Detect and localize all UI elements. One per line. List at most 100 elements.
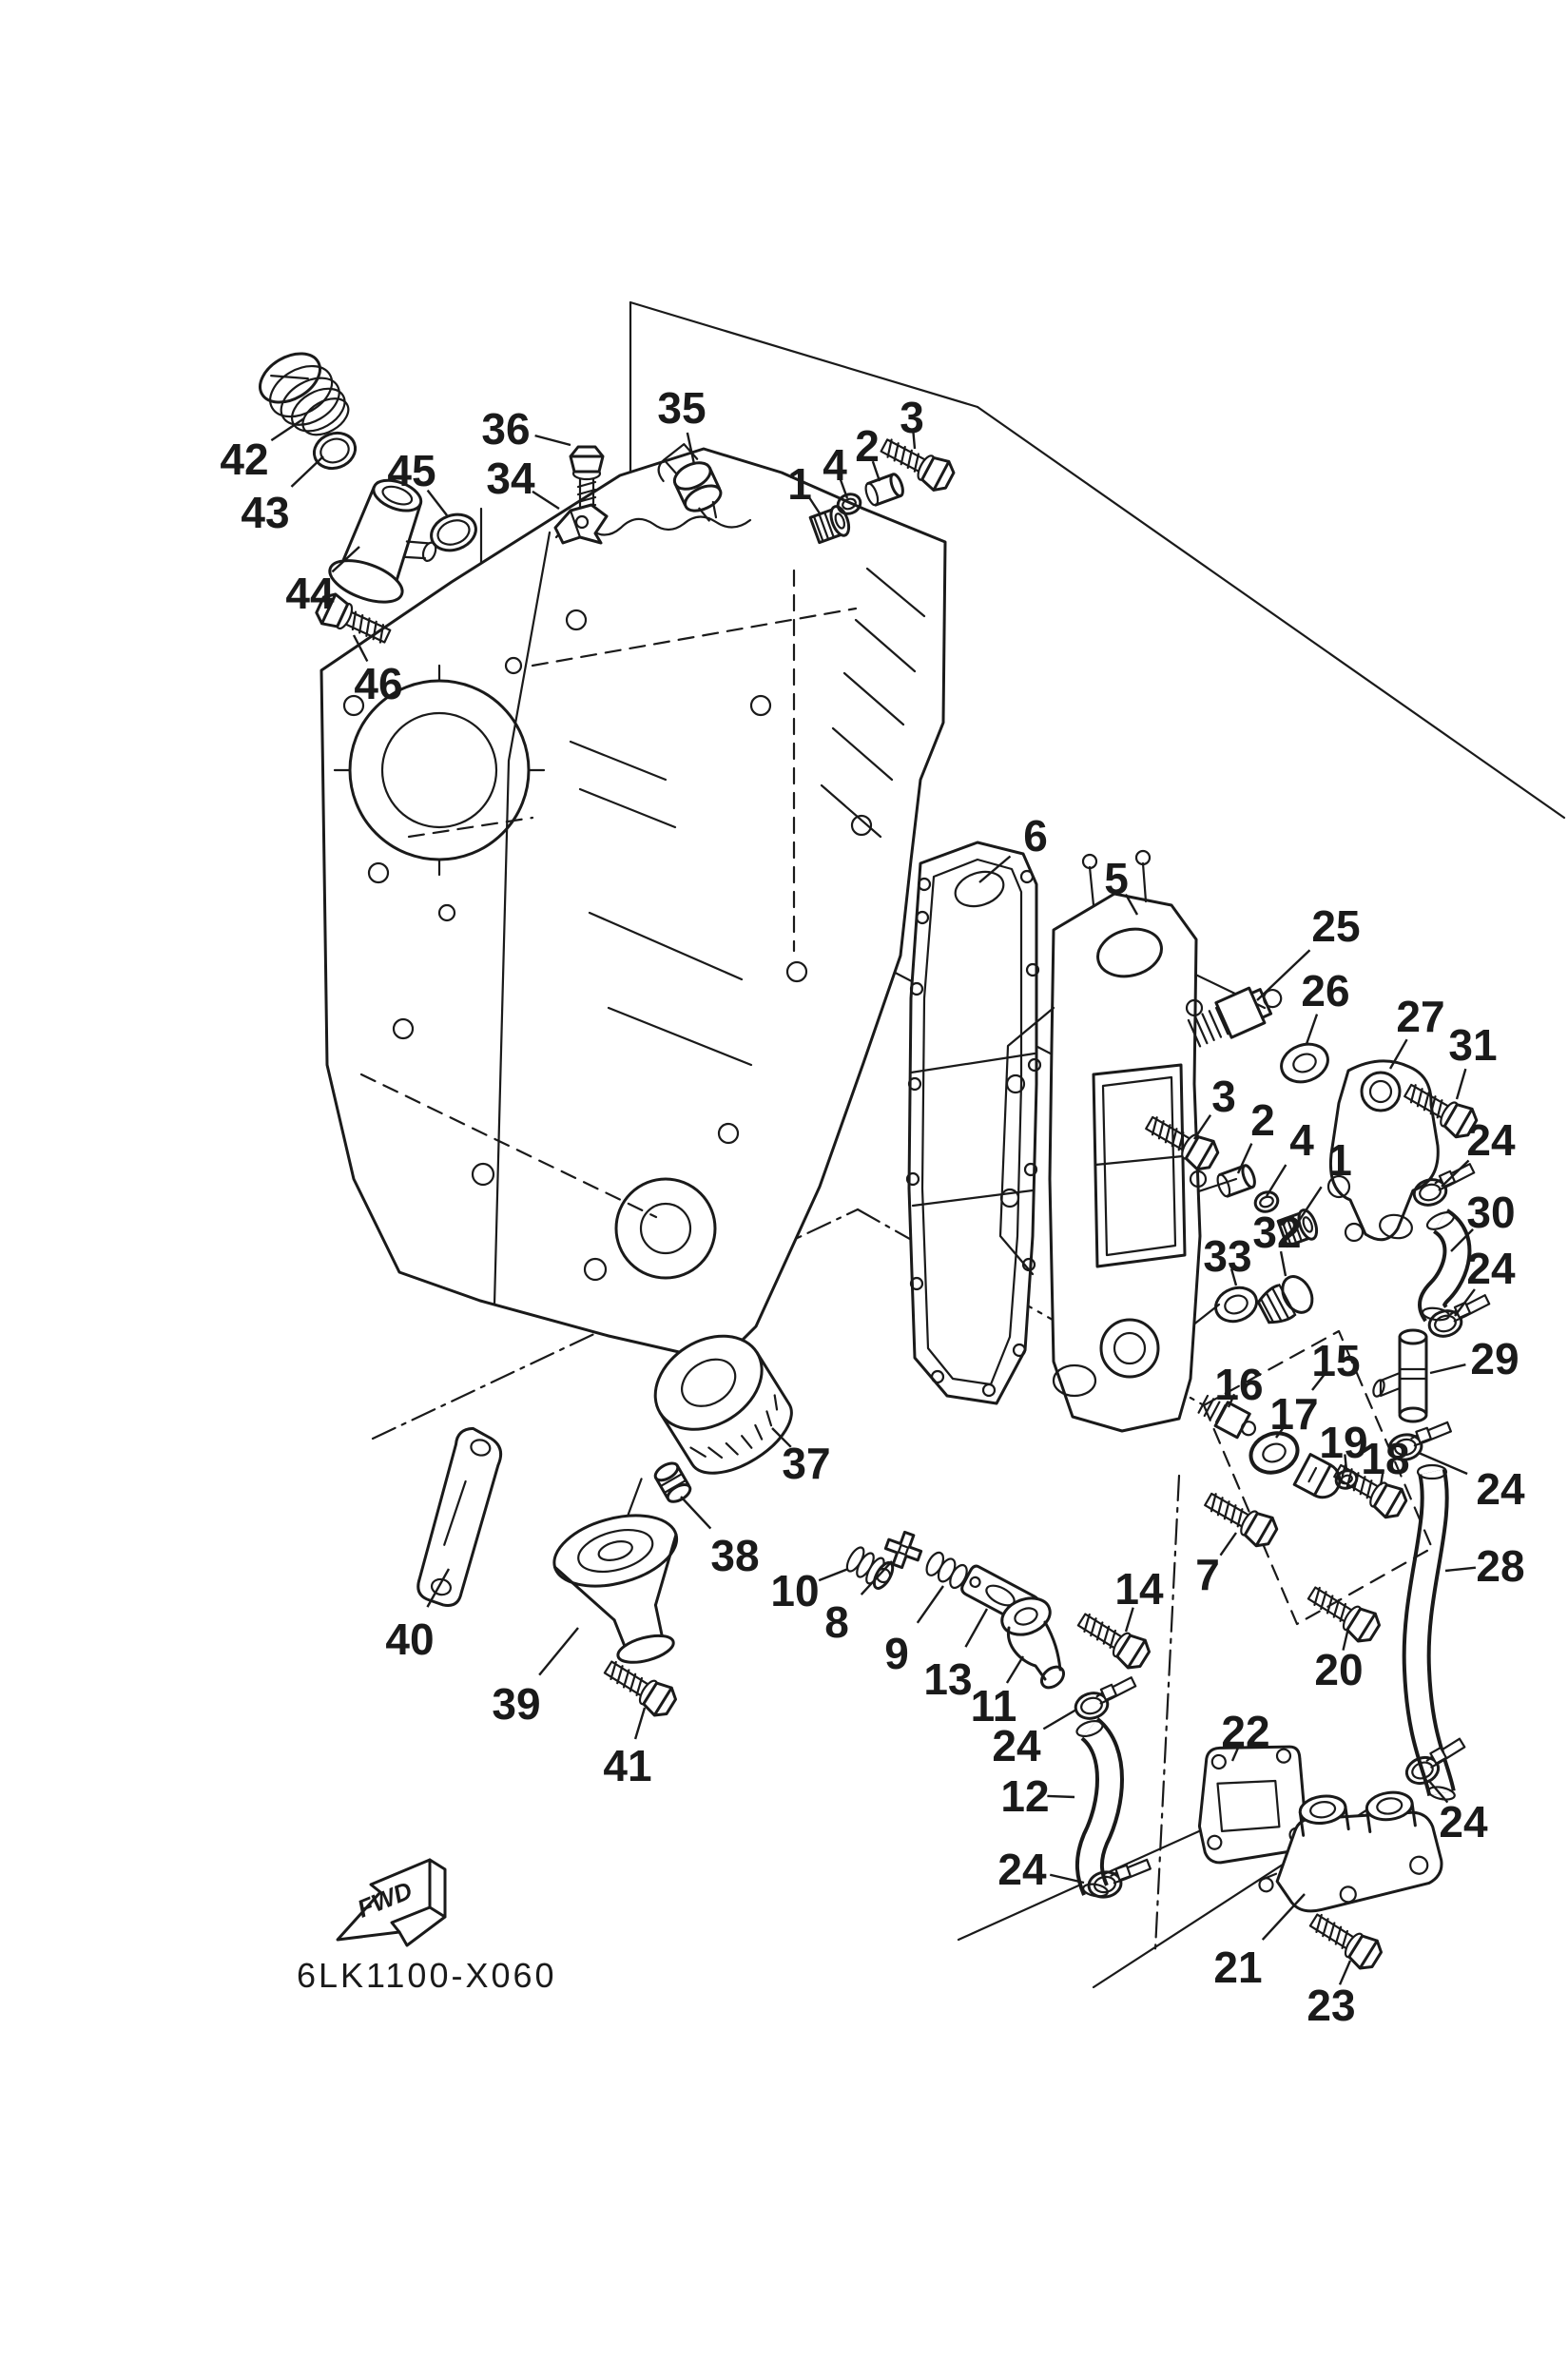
anode-bracket	[553, 503, 609, 545]
oil-filler-cap	[259, 352, 350, 436]
callout-21: 21	[1213, 1943, 1262, 1992]
callout-17: 17	[1269, 1389, 1318, 1439]
callout-19: 19	[1319, 1418, 1367, 1467]
callout-18: 18	[1361, 1434, 1409, 1483]
oring-4	[1253, 1190, 1280, 1213]
leader-line-24	[1427, 1779, 1449, 1804]
leader-line-28	[1444, 1566, 1477, 1573]
thermo-sensor	[657, 443, 723, 522]
filler-neck	[328, 478, 437, 604]
pump-gasket-22	[1197, 1745, 1308, 1865]
engine-block	[319, 447, 947, 1363]
leader-line-23	[1338, 1960, 1352, 1985]
anode-kit-group	[1197, 1329, 1434, 1626]
callout-34: 34	[486, 454, 535, 503]
callout-36: 36	[481, 404, 530, 454]
leader-line-40	[426, 1568, 451, 1608]
callout-44: 44	[285, 569, 335, 618]
cover-bolt-7	[1198, 1483, 1283, 1553]
leader-line-46	[352, 634, 369, 663]
anode-cap	[1292, 1453, 1342, 1499]
callout-8: 8	[824, 1597, 849, 1647]
callout-6: 6	[1023, 811, 1048, 860]
leader-line-2	[871, 460, 881, 482]
leader-line-38	[680, 1496, 712, 1530]
leader-line-15	[1311, 1372, 1326, 1391]
filler-cap-oring	[312, 431, 358, 471]
callout-38: 38	[710, 1531, 759, 1580]
seal-ring-33	[1214, 1286, 1258, 1324]
relief-valve-8	[883, 1530, 923, 1570]
callout-24: 24	[1476, 1464, 1525, 1514]
callout-24: 24	[992, 1721, 1041, 1770]
callout-24: 24	[1466, 1115, 1516, 1165]
hose-joint	[1372, 1328, 1428, 1423]
water-hose-long	[1402, 1463, 1456, 1801]
callout-7: 7	[1195, 1550, 1220, 1599]
callout-1: 1	[1327, 1135, 1352, 1185]
leader-line-25	[1256, 949, 1311, 1001]
callout-2: 2	[855, 421, 880, 471]
callout-27: 27	[1396, 992, 1444, 1041]
callout-41: 41	[603, 1741, 651, 1790]
leader-line-24	[1049, 1873, 1085, 1885]
oil-strainer-funnel	[552, 1478, 679, 1664]
leader-line-22	[1230, 1743, 1241, 1762]
leader-lines	[270, 417, 1477, 1985]
oil-pressure-sensor	[1187, 986, 1283, 1048]
leader-line-34	[532, 490, 560, 511]
callout-39: 39	[492, 1679, 540, 1729]
exhaust-cover	[998, 849, 1208, 1433]
filter-fitting	[653, 1461, 692, 1503]
callout-10: 10	[770, 1566, 819, 1615]
callout-15: 15	[1311, 1336, 1360, 1385]
callout-20: 20	[1314, 1645, 1363, 1694]
leader-line-43	[290, 455, 324, 488]
water-hose-upper	[1418, 1209, 1472, 1323]
thermostat-housing	[1326, 1059, 1440, 1243]
strainer-gasket	[416, 1426, 503, 1607]
pump-bolt-23	[1304, 1905, 1387, 1975]
leader-line-21	[1261, 1893, 1306, 1941]
sensor-washer	[1280, 1042, 1329, 1084]
callout-30: 30	[1466, 1188, 1515, 1237]
collar	[864, 473, 904, 507]
callout-26: 26	[1301, 966, 1349, 1015]
callout-24: 24	[1466, 1244, 1516, 1293]
callout-1: 1	[787, 459, 812, 509]
leader-line-13	[964, 1608, 989, 1648]
leader-line-27	[1388, 1038, 1408, 1070]
leader-line-36	[534, 434, 571, 447]
leader-line-9	[916, 1585, 944, 1624]
callout-45: 45	[387, 446, 436, 495]
callout-16: 16	[1214, 1360, 1263, 1409]
callout-23: 23	[1307, 1981, 1355, 2030]
elbow-bolt-14	[1072, 1604, 1155, 1674]
leader-line-31	[1455, 1068, 1467, 1100]
callout-33: 33	[1203, 1231, 1251, 1281]
oil-filter	[653, 1334, 793, 1475]
callout-3: 3	[900, 393, 924, 442]
leader-line-33	[1229, 1268, 1238, 1286]
callout-46: 46	[354, 659, 402, 708]
callout-42: 42	[220, 435, 268, 484]
drawing-code: 6LK1100-X060	[297, 1956, 557, 1995]
leader-line-17	[1275, 1422, 1287, 1439]
leader-line-24	[1042, 1708, 1077, 1731]
leader-line-10	[818, 1567, 849, 1582]
leader-line-14	[1124, 1607, 1134, 1633]
callout-11: 11	[971, 1681, 1017, 1731]
strainer-bolt	[598, 1652, 682, 1722]
callout-35: 35	[657, 383, 706, 433]
filler-neck-oring	[430, 512, 477, 552]
callout-31: 31	[1448, 1020, 1497, 1070]
hose-clamp	[1070, 1675, 1143, 1724]
leader-line-3	[1193, 1114, 1212, 1140]
callout-40: 40	[385, 1615, 434, 1664]
callout-28: 28	[1476, 1541, 1524, 1591]
callout-24: 24	[997, 1845, 1047, 1894]
leader-line-16	[1227, 1393, 1236, 1408]
leader-line-39	[538, 1627, 579, 1676]
callout-25: 25	[1311, 901, 1360, 951]
